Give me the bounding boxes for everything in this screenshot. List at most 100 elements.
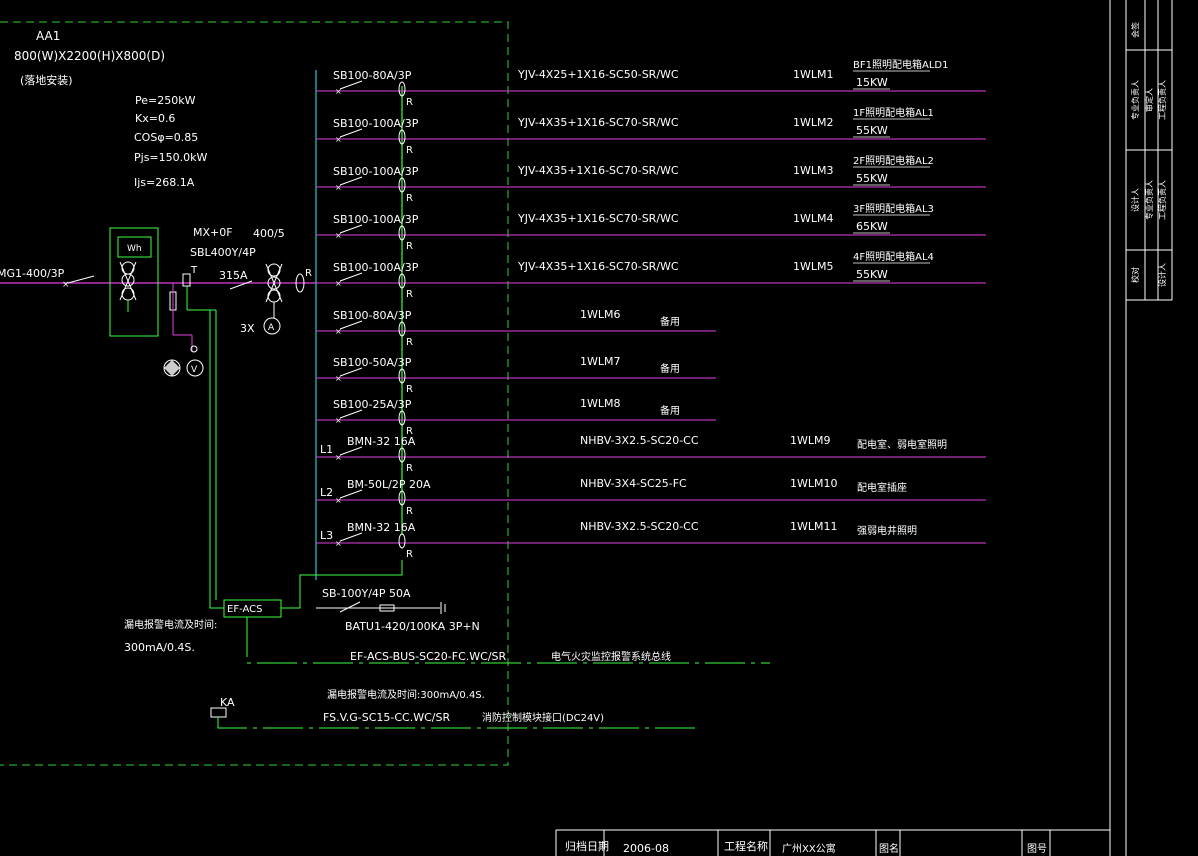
title-block-side-label: 设计人 [1130, 188, 1140, 212]
main-ct-symbol [265, 263, 283, 303]
branch-breaker-symbol [339, 176, 363, 186]
branch-breaker-label: SB100-25A/3P [333, 398, 412, 411]
branch-id-label: 1WLM3 [793, 164, 834, 177]
spd-type-label: SBL400Y/4P [190, 246, 256, 259]
breaker-x-mark: × [335, 416, 342, 425]
title-block-side-label: 设计人 [1157, 263, 1167, 287]
branch-destination-label: 备用 [660, 315, 680, 328]
branch-destination-label: 备用 [660, 404, 680, 417]
meter-ct-symbol [119, 261, 137, 301]
branch-rcd-label: R [406, 463, 413, 474]
branch-id-label: 1WLM1 [793, 68, 834, 81]
branch-rcd-label: R [406, 97, 413, 108]
voltmeter-node [190, 345, 198, 353]
branch-cable-label: NHBV-3X2.5-SC20-CC [580, 434, 699, 447]
branch-breaker-symbol [339, 128, 363, 138]
branch-id-label: 1WLM7 [580, 355, 621, 368]
breaker-x-mark: × [335, 231, 342, 240]
branch-breaker-label: BMN-32 16A [347, 521, 416, 534]
branch-id-label: 1WLM10 [790, 477, 838, 490]
branch-rcd-ring [398, 533, 406, 549]
title-block-bottom [555, 829, 1110, 856]
branch-cable-label: YJV-4X35+1X16-SC70-SR/WC [517, 260, 679, 273]
branch-breaker-label: SB100-50A/3P [333, 356, 412, 369]
branch-phase-label: L3 [320, 529, 333, 542]
branch-phase-label: L1 [320, 443, 333, 456]
branch-breaker-label: BM-50L/2P 20A [347, 478, 431, 491]
ct-ratio-label: 400/5 [253, 227, 285, 240]
fire-link-wire [217, 717, 700, 729]
monitor-note-value: 300mA/0.4S. [124, 641, 195, 654]
breaker-x-mark: × [335, 374, 342, 383]
ammeter [263, 317, 281, 335]
panel-param: Pjs=150.0kW [134, 151, 207, 164]
branch-rcd-ring [398, 225, 406, 241]
branch-destination-label: 1F照明配电箱AL1 [853, 106, 934, 119]
panel-id: AA1 [36, 29, 60, 43]
branch-breaker-symbol [339, 446, 363, 456]
project-label: 工程名称 [724, 839, 768, 853]
fire-link-relay-label: KA [220, 696, 235, 709]
ammeter-count-label: 3X [240, 322, 255, 335]
branch-rcd-ring [398, 321, 406, 337]
breaker-x-mark: × [335, 87, 342, 96]
switch-label: MX+0F [193, 226, 233, 239]
archive-label: 归档日期 [565, 839, 609, 853]
ef-acs-label: EF-ACS [227, 604, 262, 615]
title-block-side-label: 工程负责人 [1157, 80, 1167, 120]
title-block-side-label: 工程负责人 [1157, 180, 1167, 220]
branch-phase-label: L2 [320, 486, 333, 499]
panel-param: Kx=0.6 [135, 112, 175, 125]
breaker-x-mark: × [62, 280, 70, 290]
terminal-t [182, 273, 191, 287]
breaker-x-mark: × [335, 539, 342, 548]
monitor-bus-cable: EF-ACS-BUS-SC20-FC.WC/SR [350, 650, 507, 663]
branch-id-label: 1WLM8 [580, 397, 621, 410]
fuse-rating-label: 315A [219, 269, 248, 282]
branch-breaker-symbol [339, 489, 363, 499]
title-block-side-label: 专业负责人 [1144, 180, 1154, 220]
main-rcd-label: R [305, 268, 312, 279]
branch-rcd-ring [398, 490, 406, 506]
branch-rcd-label: R [406, 384, 413, 395]
branch-rcd-ring [398, 177, 406, 193]
panel-param: COSφ=0.85 [134, 131, 198, 144]
title-block-side-label: 校对 [1130, 267, 1140, 283]
branch-breaker-label: SB100-100A/3P [333, 117, 419, 130]
panel-mounting: (落地安装) [20, 73, 73, 87]
branch-rcd-label: R [406, 337, 413, 348]
title-block-side [1109, 0, 1173, 856]
terminal-t-label: T [190, 265, 198, 276]
branch-id-label: 1WLM11 [790, 520, 838, 533]
branch-breaker-symbol [339, 272, 363, 282]
ef-acs-bus-wire [246, 617, 770, 664]
branch-cable-label: YJV-4X35+1X16-SC70-SR/WC [517, 164, 679, 177]
branch-breaker-symbol [339, 367, 363, 377]
branch-power-label: 65KW [856, 220, 888, 233]
breaker-x-mark: × [335, 279, 342, 288]
meter-box [109, 227, 159, 337]
branch-breaker-symbol [339, 80, 363, 90]
spd-model-label: BATU1-420/100KA 3P+N [345, 620, 480, 633]
branch-rcd-ring [398, 81, 406, 97]
drawing-no-label: 图号 [1027, 843, 1047, 855]
branch-rcd-ring [398, 368, 406, 384]
branch-destination-label: 备用 [660, 362, 680, 375]
branch-destination-label: BF1照明配电箱ALD1 [853, 58, 948, 71]
branch-breaker-symbol [339, 320, 363, 330]
branch-breaker-symbol [339, 409, 363, 419]
branch-cable-label: YJV-4X35+1X16-SC70-SR/WC [517, 212, 679, 225]
spd-switch-symbol [339, 601, 361, 613]
meter-wh: Wh [127, 244, 142, 254]
branch-id-label: 1WLM2 [793, 116, 834, 129]
branch-rcd-label: R [406, 193, 413, 204]
voltmeter-label: V [191, 365, 198, 375]
title-block-side-labels: 会签专业负责人审定人工程负责人设计人专业负责人工程负责人校对设计人 [1130, 22, 1167, 287]
drawing-label: 图名 [879, 842, 899, 855]
branch-power-label: 15KW [856, 76, 888, 89]
spd-device [379, 604, 395, 612]
ef-acs-wire-left [209, 310, 224, 609]
branch-breaker-label: SB100-100A/3P [333, 213, 419, 226]
